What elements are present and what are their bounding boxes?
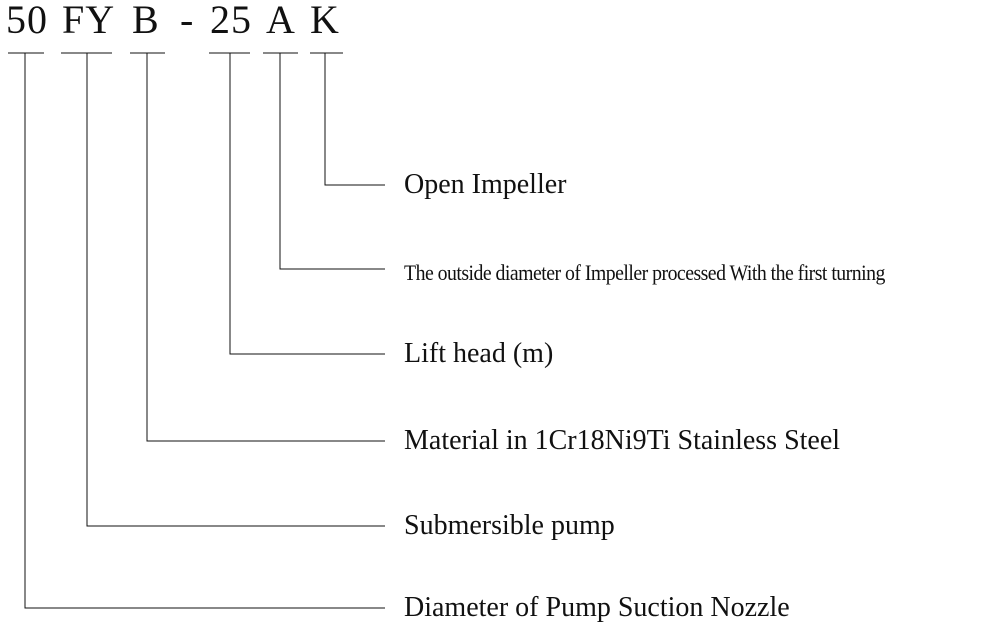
code-part-k: K: [310, 0, 340, 42]
leader-fy: [86, 53, 385, 527]
leader-25: [229, 53, 385, 355]
desc-submersible-pump: Submersible pump: [404, 510, 615, 541]
desc-lift-head: Lift head (m): [404, 338, 554, 369]
leader-k: [324, 53, 385, 186]
code-part-25: 25: [210, 0, 252, 42]
desc-open-impeller: Open Impeller: [404, 169, 567, 200]
code-part-b: B: [132, 0, 160, 42]
code-part-a: A: [266, 0, 296, 42]
code-part-fy: FY: [62, 0, 116, 42]
desc-suction-nozzle-diameter: Diameter of Pump Suction Nozzle: [404, 592, 790, 623]
leader-a: [279, 53, 385, 270]
code-part-50: 50: [6, 0, 48, 42]
leader-b: [146, 53, 385, 442]
code-part-dash: -: [180, 0, 195, 42]
desc-material: Material in 1Cr18Ni9Ti Stainless Steel: [404, 425, 841, 456]
desc-impeller-outside-diameter: The outside diameter of Impeller process…: [404, 260, 885, 285]
leader-50: [24, 53, 385, 609]
